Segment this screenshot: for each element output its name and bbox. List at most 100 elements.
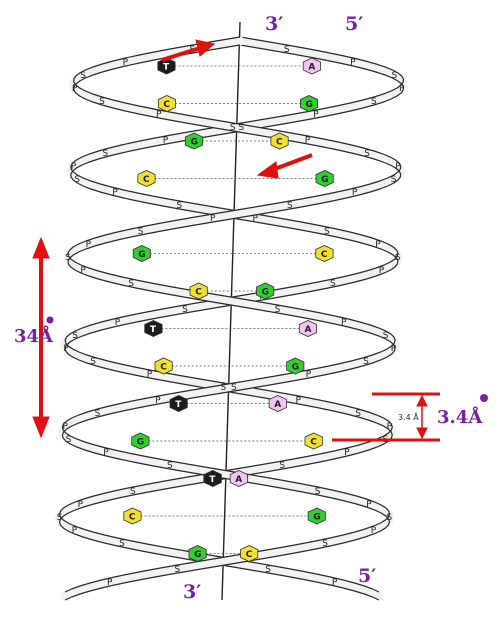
svg-text:C: C <box>163 100 170 110</box>
phosphate-label: P <box>306 370 312 380</box>
phosphate-label: P <box>71 162 77 172</box>
base-rise-marker <box>332 392 440 442</box>
base-T: T <box>157 57 176 75</box>
phosphate-label: P <box>86 240 92 250</box>
base-C: C <box>154 357 173 375</box>
phosphate-label: P <box>313 110 319 120</box>
svg-text:T: T <box>150 325 157 335</box>
sugar-label: S <box>74 175 80 185</box>
svg-text:G: G <box>262 288 269 298</box>
svg-text:C: C <box>129 513 136 523</box>
phosphate-label: P <box>155 396 161 406</box>
bottom-3prime-label: 3′ <box>183 581 201 603</box>
base-G: G <box>286 357 305 375</box>
sugar-label: S <box>387 513 393 523</box>
base-G: G <box>256 282 275 300</box>
sugar-label: S <box>279 461 285 471</box>
phosphate-label: P <box>103 448 109 458</box>
rise-dot <box>480 394 488 402</box>
svg-text:A: A <box>235 475 242 485</box>
sugar-label: S <box>322 539 328 549</box>
sugar-label: S <box>80 71 86 81</box>
sugar-label: S <box>231 383 237 393</box>
svg-text:C: C <box>310 438 317 448</box>
sugar-label: S <box>65 253 71 263</box>
svg-text:T: T <box>175 400 182 410</box>
phosphate-label: P <box>366 500 372 510</box>
base-G: G <box>132 245 151 262</box>
sugar-label: S <box>324 227 330 237</box>
sugar-label: S <box>175 565 181 575</box>
sugar-label: S <box>383 331 389 341</box>
base-A: A <box>268 395 287 412</box>
phosphate-label: P <box>350 58 356 68</box>
base-G: G <box>299 95 319 112</box>
phosphate-label: P <box>72 84 78 94</box>
sugar-label: S <box>167 461 173 471</box>
base-C: C <box>240 545 259 562</box>
svg-text:A: A <box>305 325 312 335</box>
phosphate-label: P <box>332 578 338 588</box>
base-T: T <box>144 320 163 337</box>
sugar-label: S <box>72 331 78 341</box>
base-A: A <box>229 470 248 487</box>
phosphate-label: P <box>78 500 84 510</box>
svg-text:C: C <box>195 288 202 298</box>
svg-text:G: G <box>321 175 328 185</box>
rise-small-label: 3.4 Å <box>398 411 419 422</box>
sugar-label: S <box>355 409 361 419</box>
svg-text:A: A <box>308 63 315 73</box>
strand-b-edge-outer <box>61 36 402 593</box>
sugar-label: S <box>90 357 96 367</box>
sugar-label: S <box>57 513 63 523</box>
sugar-label: S <box>315 487 321 497</box>
phosphate-label: P <box>63 344 69 354</box>
helix-pitch-label: 34Å <box>14 324 54 347</box>
svg-text:C: C <box>276 138 283 148</box>
base-rise-label: 3.4Å <box>437 405 483 428</box>
base-G: G <box>188 545 207 562</box>
base-C: C <box>137 170 156 187</box>
phosphate-label: P <box>123 58 129 68</box>
phosphate-label: P <box>147 370 153 380</box>
sugar-label: S <box>391 175 397 185</box>
phosphate-label: P <box>341 318 347 328</box>
sugar-label: S <box>230 123 236 133</box>
sugar-label: S <box>128 279 134 289</box>
svg-text:G: G <box>306 100 313 110</box>
phosphate-label: P <box>391 344 397 354</box>
base-C: C <box>315 245 334 262</box>
base-T: T <box>203 470 222 487</box>
svg-text:C: C <box>246 550 253 560</box>
sugar-label: S <box>265 565 271 575</box>
sugar-label: S <box>66 435 72 445</box>
sugar-label: S <box>330 279 336 289</box>
phosphate-label: P <box>375 240 381 250</box>
strand-a-edge-outer <box>58 36 405 593</box>
sugar-label: S <box>119 539 125 549</box>
sugar-label: S <box>395 253 401 263</box>
pitch-dot <box>46 316 54 324</box>
phosphate-label: P <box>344 448 350 458</box>
base-C: C <box>123 507 142 525</box>
helix-pitch-arrow <box>32 236 50 439</box>
svg-text:G: G <box>194 550 201 560</box>
phosphate-label: P <box>115 318 121 328</box>
base-T: T <box>169 395 188 412</box>
phosphate-label: P <box>156 110 162 120</box>
sugar-label: S <box>371 97 377 107</box>
top-5prime-label: 5′ <box>345 13 363 35</box>
base-G: G <box>184 132 204 150</box>
sugar-label: S <box>95 409 101 419</box>
svg-text:T: T <box>163 63 170 73</box>
phosphate-label: P <box>379 266 385 276</box>
svg-text:C: C <box>143 175 150 185</box>
sugar-label: S <box>392 71 398 81</box>
svg-text:G: G <box>138 250 145 260</box>
phosphate-label: P <box>371 526 377 536</box>
phosphate-label: P <box>107 578 113 588</box>
sugar-label: S <box>103 149 109 159</box>
phosphate-label: P <box>210 214 216 224</box>
base-C: C <box>189 282 208 300</box>
